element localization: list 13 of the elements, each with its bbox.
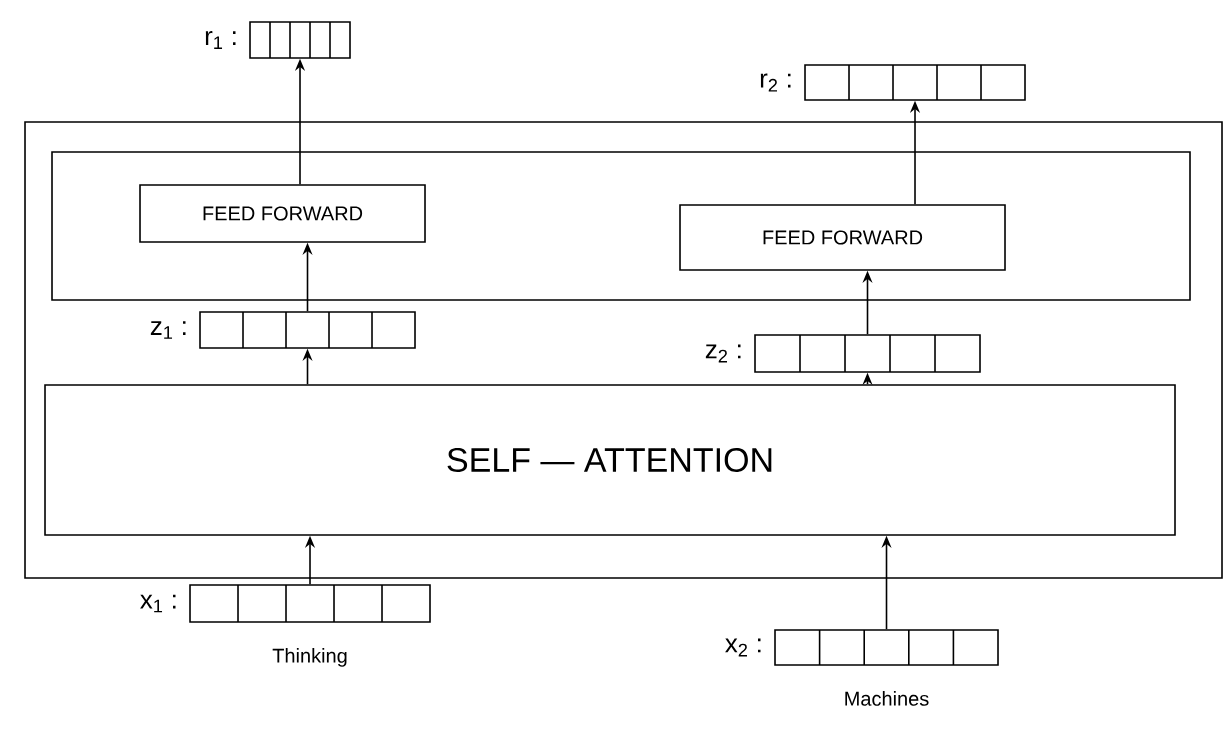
vector-label: z$_{2}$ : (705, 344, 741, 363)
word-label: Machines (845, 691, 929, 706)
vector-label: z$_{1}$ : (150, 321, 186, 339)
self-attention-box: SELF — ATTENTION (44, 384, 1176, 536)
encoder-box (24, 121, 1223, 579)
vector-label: x$_{1}$ : (140, 594, 176, 613)
vector-label: x$_{2}$ : (725, 638, 761, 657)
feed-forward-band (51, 151, 1191, 301)
word-label: Thinking (272, 648, 347, 667)
vector-label: r$_{1}$ : (205, 31, 236, 49)
vector-label: r$_{2}$ : (760, 73, 791, 92)
feed-forward-box: FEED FORWARD (139, 184, 426, 243)
feed-forward-box: FEED FORWARD (679, 204, 1006, 271)
